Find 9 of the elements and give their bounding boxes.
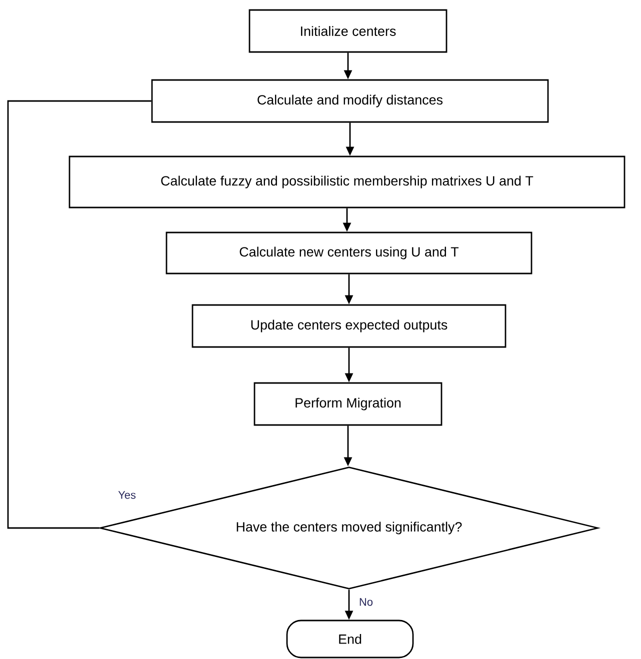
edge-label: Yes [118, 491, 136, 499]
process-box: Calculate fuzzy and possibilistic membership matrixes U and T [68, 156, 626, 208]
process-box: Calculate and modify distances [151, 79, 549, 123]
process-box: Initialize centers [248, 9, 448, 53]
edge-label: No [360, 598, 373, 606]
process-box: Perform Migration [254, 382, 442, 426]
process-box: Update centers expected outputs [192, 304, 506, 348]
terminal-box: End [286, 620, 414, 658]
process-box: Calculate new centers using U and T [166, 232, 532, 274]
